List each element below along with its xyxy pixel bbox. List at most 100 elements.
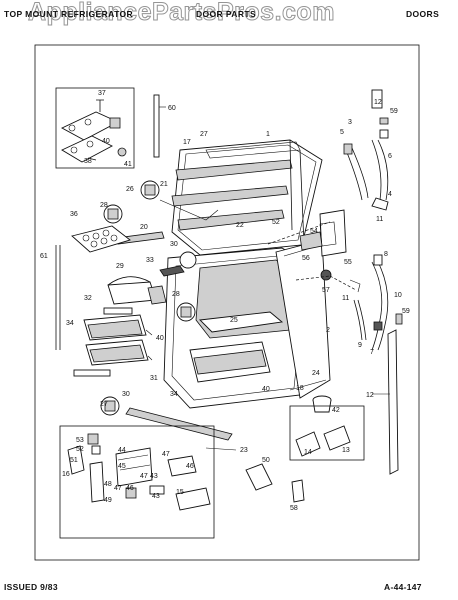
callout: 4 [388,191,392,198]
part-31-32 [159,251,197,277]
callout: 46 [126,485,134,492]
callout: 49 [104,497,112,504]
callout: 10 [394,292,402,299]
callout: 42 [332,407,340,414]
callout: 52 [76,446,84,453]
callout: 27 [100,401,108,408]
callout: 6 [388,153,392,160]
callout: 33 [146,257,154,264]
callout: 11 [342,295,349,302]
callout: 37 [98,90,106,97]
callout-labels: 37 40 38 41 60 1 27 17 21 26 36 28 20 22… [40,90,410,512]
handle-assembly-lower [349,254,403,351]
callout: 40 [262,386,270,393]
callout: 36 [70,211,78,218]
callout: 59 [402,308,410,315]
callout: 40 [102,138,110,145]
part-58-cap [291,479,305,503]
callout: 57 [322,287,330,294]
part-29-30-dairy-door [103,276,167,315]
callout: 48 [104,481,112,488]
callout: 60 [168,105,176,112]
part-14-15-hinges [289,405,365,461]
diagram-border [34,44,420,561]
callout: 16 [62,471,70,478]
callout: 58 [290,505,298,512]
callout: 25 [230,317,238,324]
callout: 9 [358,342,362,349]
detail-circles [100,180,196,416]
part-39-egg-tray [71,225,131,253]
callout: 32 [84,295,92,302]
callout: 8 [384,251,388,258]
callout: 34 [170,391,178,398]
callout: 34 [66,320,74,327]
callout: 3 [348,119,352,126]
callout: 12 [374,99,382,106]
page-code: A-44-147 [384,582,422,592]
callout: 27 [200,131,208,138]
callout: 43 [150,473,158,480]
part-33-bar [125,407,233,441]
callout: 47 [114,485,122,492]
callout: 14 [304,449,312,456]
callout: 2 [326,327,330,334]
handle-assembly-upper [343,89,389,211]
callout: 54 [310,228,318,235]
callout: 47 [140,473,148,480]
callout: 28 [100,202,108,209]
callout: 17 [183,139,191,146]
callout: 47 [162,451,170,458]
callout: 44 [118,447,126,454]
callout: 23 [240,447,248,454]
part-57-cover [245,463,273,491]
callout: 22 [236,222,244,229]
callout: 20 [140,224,148,231]
callout: 30 [170,241,178,248]
callout: 1 [266,131,270,138]
part-35-36-shelf-bin [73,314,153,377]
callout: 53 [76,437,84,444]
callout: 15 [176,489,184,496]
callout: 24 [312,370,320,377]
callout: 26 [126,186,134,193]
callout: 21 [160,181,168,188]
callout: 7 [370,349,374,356]
callout: 13 [342,447,350,454]
callout: 46 [186,463,194,470]
part-13-bar [372,329,399,475]
callout: 55 [344,259,352,266]
outer-door-panel [159,139,323,256]
part-61-rod [55,245,61,350]
callout: 51 [70,457,78,464]
header-center: DOOR PARTS [196,9,257,19]
callout: 59 [390,108,398,115]
part-26-shelf [199,311,284,333]
callout: 52 [272,219,280,226]
callout: 38 [84,158,92,165]
callout: 29 [116,263,124,270]
callout: 12 [366,392,374,399]
callout: 30 [122,391,130,398]
part-42-cup [312,395,332,413]
callout: 43 [152,493,160,500]
header-right: DOORS [406,9,440,19]
part-53-54-56-hinges [299,209,347,257]
watermark: AppliancePartsPros.com [28,0,335,27]
callout: 11 [376,216,383,223]
issued-date: ISSUED 9/83 [4,582,58,592]
callout: 5 [340,129,344,136]
part-60-rod [153,94,166,158]
callout: 61 [40,253,48,260]
header-left: TOP MOUNT REFRIGERATOR [4,9,134,19]
bottom-left-inset [59,425,215,539]
part-55-grommet [320,269,332,281]
callout: 41 [124,161,132,168]
callout: 56 [302,255,310,262]
hinge-inset [55,87,135,169]
callout: 28 [172,291,180,298]
callout: 31 [150,375,158,382]
callout: 18 [296,385,304,392]
